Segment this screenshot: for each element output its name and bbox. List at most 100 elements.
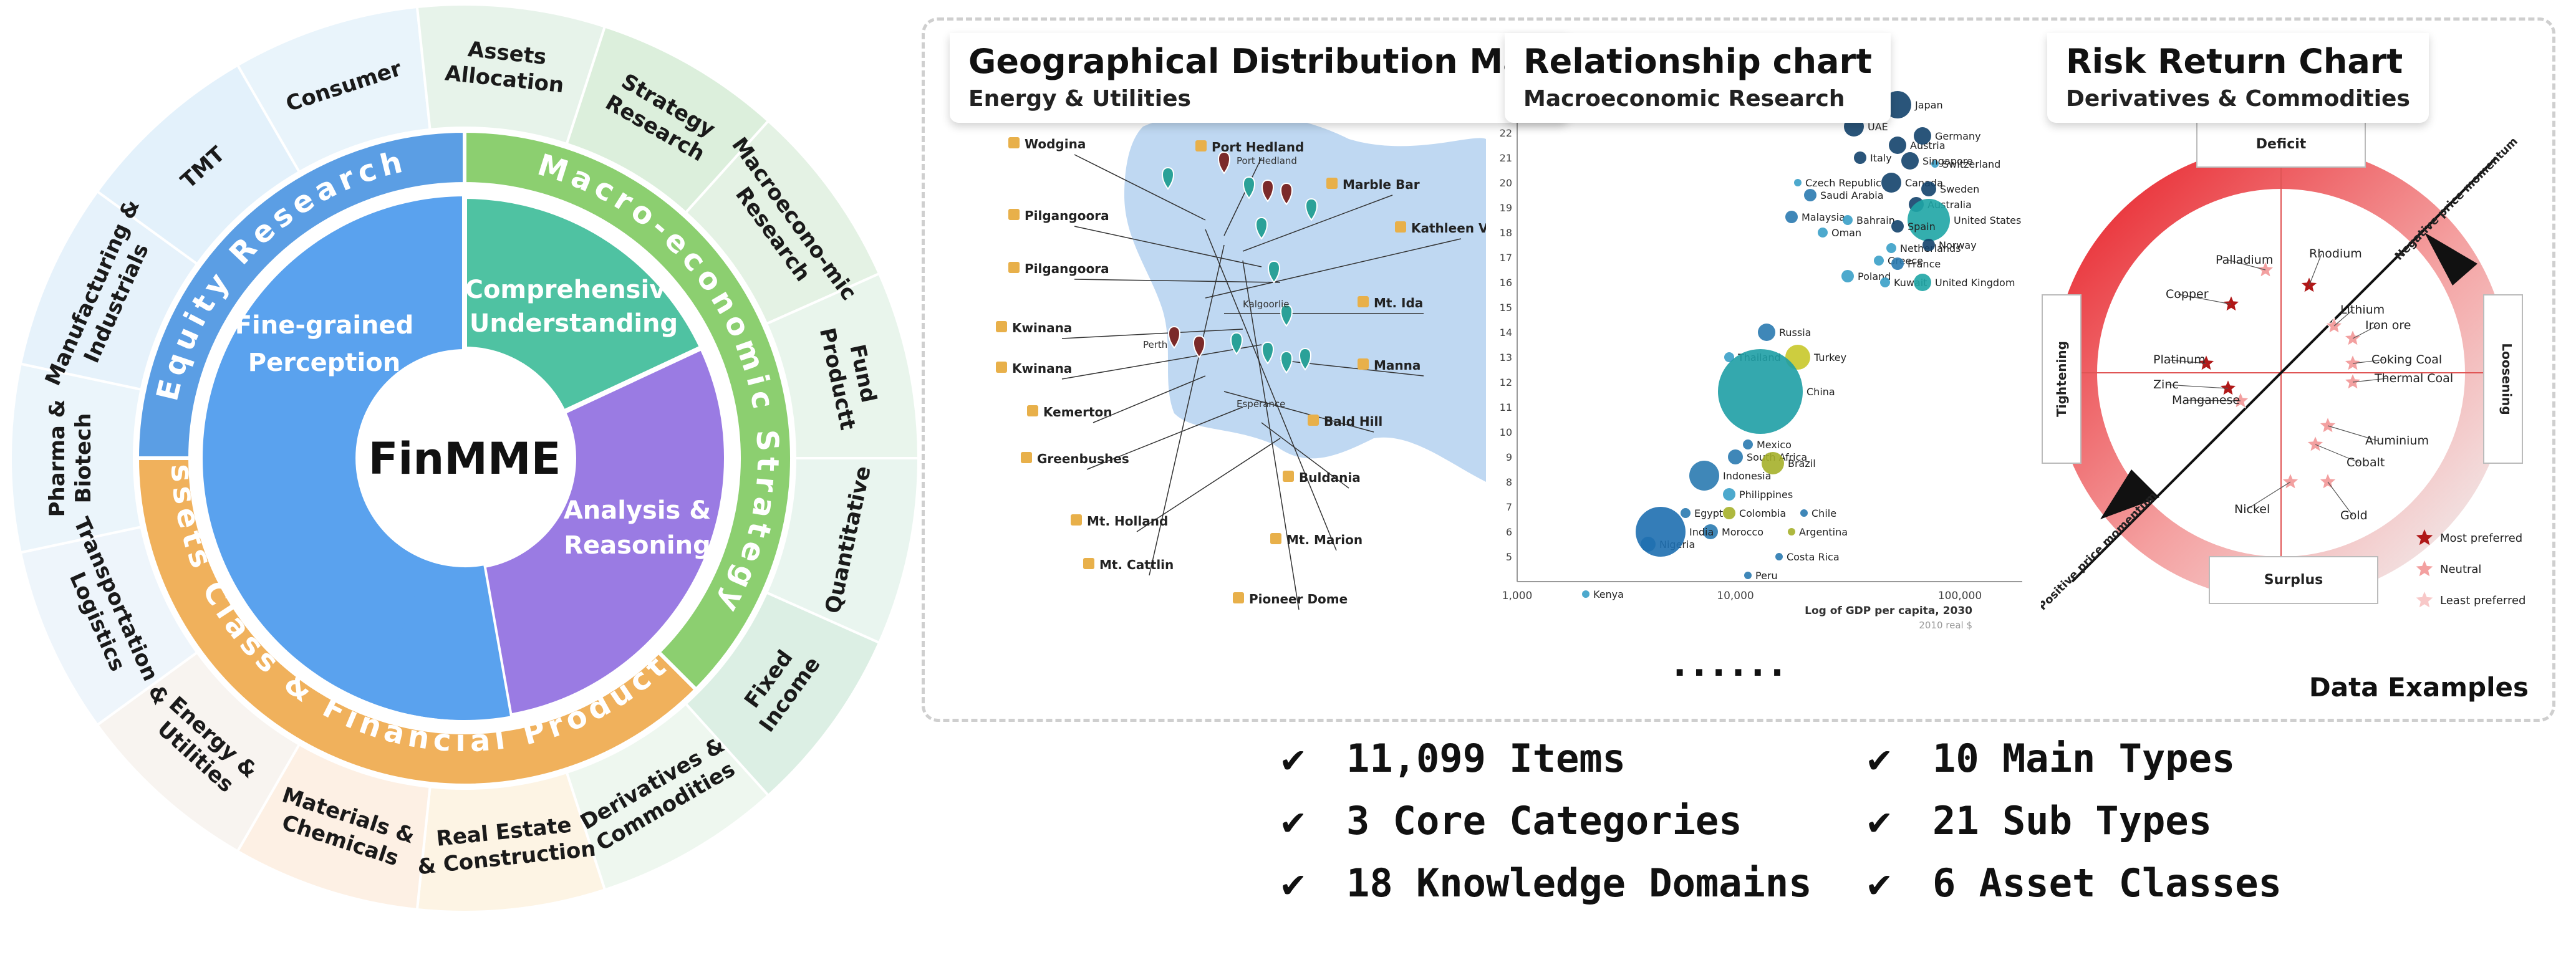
bubble-label-singapore: Singapore — [1922, 155, 1973, 167]
bubble-label-czech-republic: Czech Republic — [1805, 177, 1881, 189]
bubble-saudi-arabia — [1804, 189, 1816, 201]
bubble-label-russia: Russia — [1779, 327, 1811, 338]
site-marker — [996, 362, 1007, 373]
site-leader-line — [1149, 244, 1225, 576]
panel-subtitle: Energy & Utilities — [968, 86, 1191, 112]
marker-platinum-star-icon — [2197, 353, 2216, 372]
check-icon: ✔ — [1868, 860, 1891, 906]
marker-nickel-star-icon — [2281, 472, 2300, 490]
core-ring — [203, 193, 729, 720]
y-tick-labels: 24232221201918171615141312111098765 — [1500, 77, 1512, 563]
map-pin-icon — [1261, 341, 1274, 365]
y-tick-17: 17 — [1500, 252, 1512, 264]
stat-knowledge-domains: ✔18 Knowledge Domains — [1281, 860, 1812, 906]
city-perth: Perth — [1143, 339, 1167, 350]
y-tick-16: 16 — [1500, 277, 1512, 289]
map-site-kemerton-10: Kemerton — [1043, 405, 1112, 420]
arrow-up-left — [2100, 469, 2159, 519]
core-label-reasoning-line2: Reasoning — [564, 531, 711, 560]
bubble-label-switzerland: Switzerland — [1942, 158, 2000, 170]
surplus-label: Surplus — [2264, 572, 2323, 588]
site-marker — [1358, 358, 1369, 370]
site-leader-line — [1242, 194, 1393, 252]
bubble-indonesia — [1689, 461, 1719, 491]
map-pin-icon — [1261, 179, 1274, 203]
bubble-label-turkey: Turkey — [1813, 352, 1846, 363]
site-marker — [1021, 452, 1032, 463]
bubble-thailand — [1724, 352, 1734, 362]
y-tick-11: 11 — [1500, 401, 1512, 413]
map-site-manna-9: Manna — [1374, 358, 1421, 373]
y-tick-22: 22 — [1500, 127, 1512, 139]
site-marker — [1071, 514, 1082, 526]
core-segment-perception — [203, 196, 465, 720]
bubble-spain — [1891, 220, 1904, 233]
bubble-bahrain — [1843, 215, 1853, 225]
site-marker — [996, 321, 1007, 332]
stat-core-categories: ✔3 Core Categories — [1281, 798, 1742, 843]
bubble-chart: 24232221201918171615141312111098765 1,00… — [1500, 70, 2022, 631]
legend-label-least-preferred: Least preferred — [2440, 594, 2525, 607]
marker-leader-line — [2327, 425, 2378, 441]
y-tick-6: 6 — [1506, 526, 1512, 538]
category-segment-macro-economic-strategy — [463, 128, 794, 693]
marker-leader-line — [2352, 359, 2385, 364]
bubble-peru — [1744, 572, 1752, 579]
site-leader-line — [1061, 344, 1262, 380]
map-pin-icon — [1168, 325, 1180, 349]
core-label-perception-line1: Fine-grained — [235, 311, 414, 340]
y-tick-21: 21 — [1500, 152, 1512, 164]
y-tick-14: 14 — [1500, 327, 1512, 338]
tightening-box — [2042, 294, 2082, 464]
x-axis-note: 2010 real $ — [1919, 620, 1972, 631]
marker-label-gold: Gold — [2340, 509, 2368, 522]
bubble-label-bahrain: Bahrain — [1856, 214, 1895, 226]
marker-label-zinc: Zinc — [2153, 378, 2179, 391]
bubble-label-malaysia: Malaysia — [1802, 211, 1845, 223]
bubble-panel: 24232221201918171615141312111098765 1,00… — [1498, 33, 2028, 638]
bubble-morocco — [1703, 524, 1718, 539]
marker-iron-ore-star-icon — [2343, 329, 2362, 347]
panel-subtitle: Derivatives & Commodities — [2066, 86, 2410, 112]
map-site-wodgina-0: Wodgina — [1025, 137, 1086, 151]
bubble-poland — [1841, 270, 1854, 282]
marker-leader-line — [2333, 309, 2353, 327]
bubble-label-germany: Germany — [1935, 130, 1981, 142]
bubble-label-colombia: Colombia — [1739, 507, 1786, 519]
y-tick-8: 8 — [1506, 476, 1512, 488]
loosening-label: Loosening — [2499, 343, 2514, 415]
check-icon: ✔ — [1281, 736, 1305, 781]
marker-label-thermal-coal: Thermal Coal — [2374, 372, 2453, 385]
bubble-label-norway: Norway — [1939, 239, 1977, 251]
bubble-label-mexico: Mexico — [1757, 439, 1792, 451]
legend-star-icon — [2416, 592, 2433, 608]
stat-sub-types: ✔21 Sub Types — [1868, 798, 2212, 843]
city-port-hedland: Port Hedland — [1237, 155, 1297, 166]
map-site-marble-bar-2: Marble Bar — [1343, 177, 1420, 192]
bubble-germany — [1914, 127, 1931, 145]
x-tick-100-000: 100,000 — [1938, 590, 1982, 602]
site-marker — [1008, 137, 1020, 148]
map-pin-icon — [1230, 332, 1243, 355]
marker-label-palladium: Palladium — [2216, 253, 2273, 267]
bubble-mexico — [1743, 439, 1753, 449]
australia-landmass — [1124, 111, 1486, 482]
bubble-argentina — [1788, 528, 1795, 535]
bubble-label-peru: Peru — [1755, 570, 1778, 582]
center-hole — [357, 351, 572, 565]
map-site-kwinana-8: Kwinana — [1012, 361, 1072, 376]
bubble-label-france: France — [1908, 258, 1941, 270]
core-label-understanding-line2: Understanding — [470, 309, 678, 338]
domain-segment-tmt — [95, 63, 301, 266]
bubble-label-morocco: Morocco — [1722, 526, 1763, 538]
x-tick-1-000: 1,000 — [1502, 590, 1533, 602]
bubble-france — [1891, 257, 1904, 270]
marker-label-copper: Copper — [2166, 287, 2209, 301]
site-leader-line — [1074, 226, 1262, 267]
map-pin-icon — [1268, 260, 1280, 284]
more-examples-ellipsis: ...... — [1673, 644, 1790, 684]
risk-chart: Deficit Surplus Tightening Loosening Neg… — [2036, 120, 2525, 613]
